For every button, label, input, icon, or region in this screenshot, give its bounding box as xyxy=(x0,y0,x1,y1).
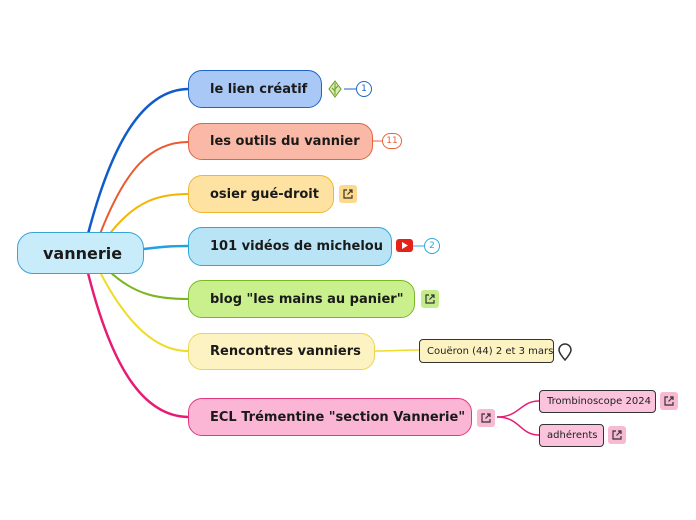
branch-label: les outils du vannier xyxy=(210,134,360,149)
external-link-icon[interactable] xyxy=(339,185,357,203)
edge-videos xyxy=(143,244,189,251)
branch-label: blog "les mains au panier" xyxy=(210,291,404,307)
external-link-icon[interactable] xyxy=(421,290,439,308)
branch-label: osier gué-droit xyxy=(210,186,319,202)
subtopic-trombinoscope-2024[interactable]: Trombinoscope 2024 xyxy=(539,390,656,413)
branch-rencontres-vanniers[interactable]: Rencontres vanniers xyxy=(188,333,375,370)
subtopic-adherents[interactable]: adhérents xyxy=(539,424,604,447)
leaf-icon xyxy=(327,80,343,98)
youtube-icon[interactable] xyxy=(396,239,413,252)
child-count-badge[interactable]: 2 xyxy=(424,238,440,254)
branch-101-videos-de-michelou[interactable]: 101 vidéos de michelou xyxy=(188,227,392,266)
subtopic-label: Trombinoscope 2024 xyxy=(547,396,651,407)
branch-les-outils-du-vannier[interactable]: les outils du vannier xyxy=(188,123,373,160)
child-count-badge[interactable]: 11 xyxy=(382,133,402,149)
branch-blog-les-mains-au-panier[interactable]: blog "les mains au panier" xyxy=(188,280,415,318)
branch-label: ECL Trémentine "section Vannerie" xyxy=(210,409,466,425)
subtopic-label: Couëron (44) 2 et 3 mars xyxy=(427,345,554,357)
branch-label: le lien créatif xyxy=(210,81,308,97)
external-link-icon[interactable] xyxy=(608,426,626,444)
edge-ecl xyxy=(86,272,189,419)
edge-lien-creatif xyxy=(86,87,189,235)
branch-osier-gue-droit[interactable]: osier gué-droit xyxy=(188,175,334,213)
branch-le-lien-creatif[interactable]: le lien créatif xyxy=(188,70,322,108)
external-link-icon[interactable] xyxy=(660,392,678,410)
branch-label: Rencontres vanniers xyxy=(210,344,361,359)
location-pin-icon xyxy=(558,343,572,362)
root-label: vannerie xyxy=(43,243,123,263)
child-count-badge[interactable]: 1 xyxy=(356,81,372,97)
edge-blog xyxy=(107,269,189,300)
edge-osier xyxy=(107,193,189,237)
root-node-vannerie[interactable]: vannerie xyxy=(17,232,144,274)
edge-rencontres xyxy=(99,271,189,352)
branch-ecl-trementine[interactable]: ECL Trémentine "section Vannerie" xyxy=(188,398,472,436)
edge-outils xyxy=(99,141,189,235)
external-link-icon[interactable] xyxy=(477,409,495,427)
branch-label: 101 vidéos de michelou xyxy=(210,239,383,254)
subtopic-label: adhérents xyxy=(547,430,598,441)
subtopic-coueron[interactable]: Couëron (44) 2 et 3 mars xyxy=(419,339,554,363)
